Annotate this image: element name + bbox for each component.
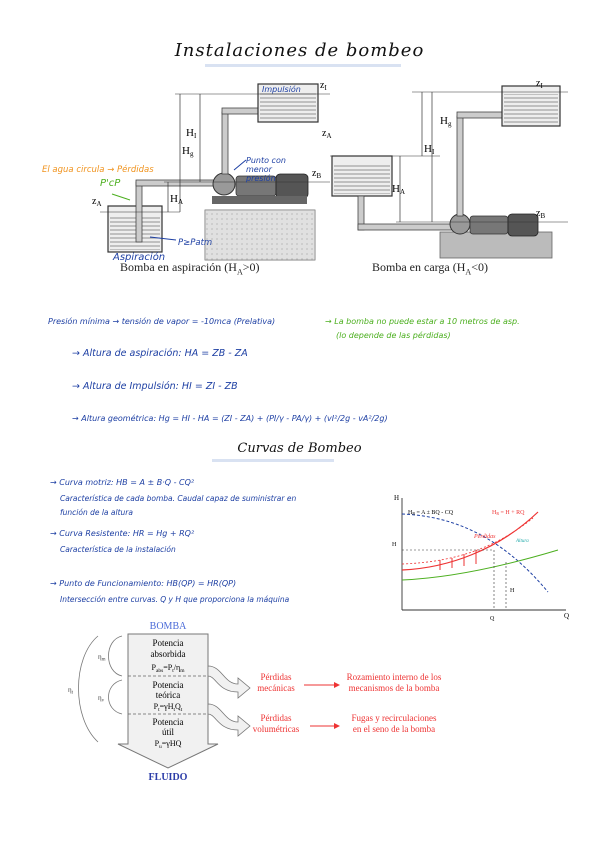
svg-text:teórica: teórica: [156, 690, 180, 700]
note-altura-geometrica: → Altura geométrica: Hg = HI - HA = (ZI …: [72, 414, 388, 423]
svg-text:H: H: [510, 588, 515, 594]
note-punto-funcionamiento-desc: Intersección entre curvas. Q y H que pro…: [60, 595, 290, 604]
section-title-curvas: Curvas de Bombeo: [237, 441, 362, 456]
svg-text:Hg: Hg: [440, 115, 452, 128]
svg-text:Potencia: Potencia: [153, 638, 184, 648]
svg-text:mecánicas: mecánicas: [257, 683, 295, 693]
svg-text:HB = A ± BQ - CQ: HB = A ± BQ - CQ: [408, 510, 454, 516]
note-curva-resistente: → Curva Resistente: HR = Hg + RQ²: [50, 529, 195, 538]
svg-text:HR = H + RQ: HR = H + RQ: [492, 510, 525, 516]
svg-text:Q: Q: [564, 612, 569, 620]
svg-text:Pérdidas: Pérdidas: [261, 713, 292, 723]
note-presion-nota2: (lo depende de las pérdidas): [336, 331, 451, 340]
svg-text:útil: útil: [162, 727, 175, 737]
note-curva-resistente-desc: Característica de la instalación: [60, 545, 176, 554]
svg-text:Pabs=Pt/ηm: Pabs=Pt/ηm: [152, 663, 186, 674]
svg-text:zI: zI: [536, 78, 543, 90]
main-flow-arrow: [117, 633, 219, 769]
note-pcp: P'cP: [100, 178, 121, 189]
svg-text:Rozamiento interno de los: Rozamiento interno de los: [347, 672, 442, 682]
svg-text:Pérdidas: Pérdidas: [261, 672, 292, 682]
svg-text:zA: zA: [322, 128, 332, 140]
bomba-energy-diagram: BOMBA FLUIDO Potencia absorbida Pabs=Pt/…: [68, 621, 442, 783]
note-presion-nota1: → La bomba no puede estar a 10 metros de…: [325, 317, 520, 326]
svg-text:zB: zB: [312, 168, 321, 180]
pump-curve: [401, 513, 549, 593]
loss-branch-mecanicas: [207, 665, 251, 699]
note-altura-aspiracion: → Altura de aspiración: HA = ZB - ZA: [72, 348, 248, 359]
svg-text:mecanismos de la bomba: mecanismos de la bomba: [349, 683, 440, 693]
svg-text:Pu=γHQ: Pu=γHQ: [155, 739, 182, 750]
note-curva-motriz: → Curva motriz: HB = A ± B·Q - CQ²: [50, 478, 195, 487]
tank-aspiracion-label: Aspiración: [113, 252, 166, 263]
svg-text:en el seno de la bomba: en el seno de la bomba: [353, 724, 435, 734]
resistance-curve: [401, 511, 539, 571]
note-agua-circula: El agua circula → Pérdidas: [42, 165, 154, 175]
tank-impulsion-label: Impulsión: [262, 85, 301, 94]
note-patm: P≥Patm: [178, 238, 213, 248]
right-pump-figure: [330, 85, 568, 259]
svg-text:HI: HI: [186, 127, 197, 140]
note-altura-impulsion: → Altura de Impulsión: HI = ZI - ZB: [72, 381, 238, 392]
section2-underline: [212, 459, 334, 462]
efficiency-curve: [401, 549, 559, 581]
note-presion-minima: Presión mínima → tensión de vapor = -10m…: [48, 317, 276, 326]
svg-text:Fugas y recirculaciones: Fugas y recirculaciones: [352, 713, 437, 723]
svg-text:ηv: ηv: [98, 694, 105, 704]
note-curva-motriz-desc1: Característica de cada bomba. Caudal cap…: [60, 494, 297, 503]
pump-curves-chart: H Q HB = A ± BQ - CQ HR = H + RQ H H Q P…: [392, 494, 569, 622]
note-punto-menor-presion: Punto con menor presión: [246, 156, 286, 183]
caption-right: Bomba en carga (HA<0): [372, 260, 488, 277]
svg-text:ηt: ηt: [68, 686, 74, 696]
svg-text:zB: zB: [536, 208, 545, 220]
left-pump-figure: [100, 83, 330, 261]
svg-text:Potencia: Potencia: [153, 717, 184, 727]
note-punto-funcionamiento: → Punto de Funcionamiento: HB(QP) = HR(Q…: [50, 579, 237, 588]
svg-text:Altura: Altura: [515, 539, 529, 544]
svg-text:Q: Q: [490, 616, 495, 622]
svg-text:volumétricas: volumétricas: [253, 724, 300, 734]
svg-text:ηm: ηm: [98, 653, 106, 663]
svg-text:Pt=γHtQt: Pt=γHtQt: [154, 702, 183, 713]
page-title: Instalaciones de bombeo: [174, 40, 425, 61]
loss-branch-volumetricas: [207, 703, 251, 737]
note-curva-motriz-desc2: función de la altura: [60, 508, 133, 517]
svg-text:HA: HA: [170, 193, 183, 206]
svg-text:BOMBA: BOMBA: [150, 621, 187, 632]
svg-text:Pérdidas: Pérdidas: [473, 534, 496, 540]
title-underline: [205, 64, 401, 67]
svg-text:zA: zA: [92, 196, 102, 208]
svg-text:zI: zI: [320, 80, 327, 92]
caption-left: Bomba en aspiración (HA>0): [120, 260, 260, 277]
svg-text:absorbida: absorbida: [151, 649, 186, 659]
svg-text:H: H: [394, 494, 399, 502]
svg-text:FLUIDO: FLUIDO: [149, 772, 188, 783]
svg-text:H: H: [392, 542, 397, 548]
svg-text:Potencia: Potencia: [153, 680, 184, 690]
svg-text:Hg: Hg: [182, 145, 194, 158]
pump-installations-figure: zI HI Hg HA zA zB zI Hg HI HA zA zB: [92, 78, 568, 261]
svg-text:HA: HA: [392, 183, 405, 196]
svg-text:HI: HI: [424, 143, 435, 156]
